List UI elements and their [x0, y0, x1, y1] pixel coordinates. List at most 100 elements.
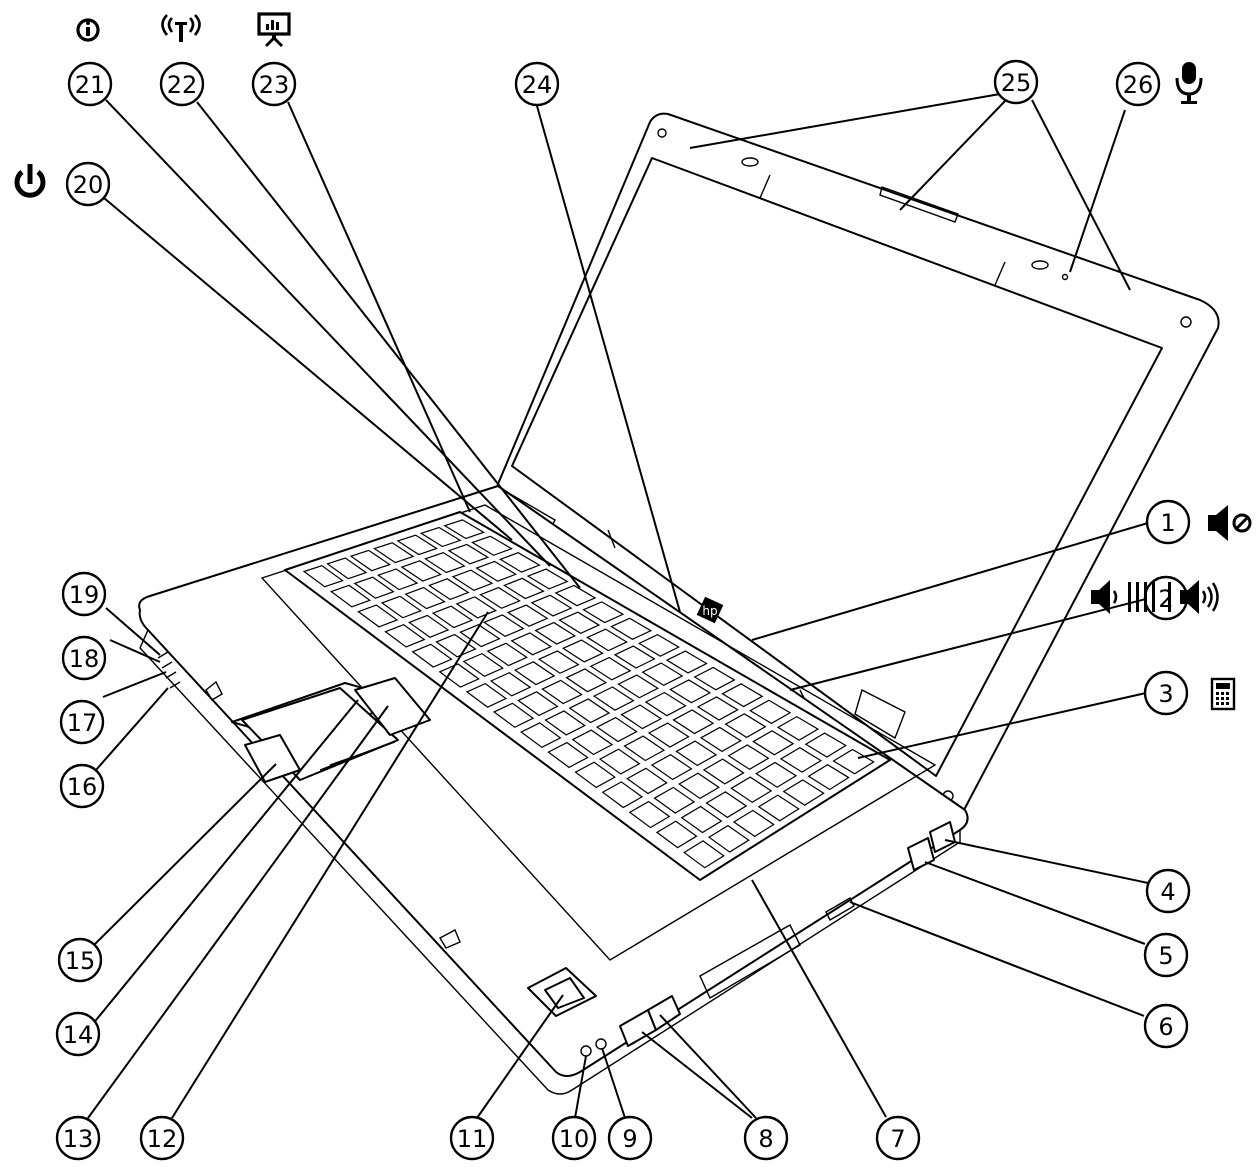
callout-circle [993, 59, 1039, 105]
keyboard-key [526, 568, 569, 590]
keyboard-key [384, 623, 426, 648]
keyboard-key [498, 552, 541, 573]
keyboard-key [329, 584, 372, 608]
leader-line [924, 861, 1146, 945]
keyboard-key [482, 614, 525, 638]
keyboard-key [782, 779, 825, 806]
keyboard-key [510, 632, 553, 656]
keyboard-key [610, 617, 653, 641]
keyboard-keys [302, 519, 875, 869]
callout-circle [65, 161, 111, 207]
keyboard-key [465, 682, 508, 708]
callout-number: 23 [259, 71, 290, 99]
callout-number: 7 [890, 1125, 905, 1153]
keyboard-key [613, 645, 656, 669]
callout-17: 17 [59, 699, 105, 745]
callout-22: 22 [159, 61, 205, 107]
keyboard-key [626, 767, 668, 795]
keyboard-key [534, 621, 577, 645]
callout-number: 21 [75, 71, 106, 99]
callout-circle [57, 937, 103, 983]
callout-number: 2 [1158, 585, 1173, 613]
callout-15: 15 [57, 937, 103, 983]
keyboard-key [408, 614, 450, 638]
keyboard-key [544, 710, 586, 736]
keyboard-key [471, 535, 513, 556]
keyboard-key [451, 569, 494, 592]
leader-line [574, 1055, 587, 1119]
callout-6: 6 [1143, 1003, 1189, 1049]
callout-number: 11 [457, 1125, 488, 1153]
callout-circle [607, 1115, 653, 1161]
keyboard-key [598, 748, 641, 775]
leader-line [102, 671, 167, 698]
leader-lines [87, 93, 1149, 1119]
leader-line [171, 611, 489, 1119]
leader-line [849, 901, 1145, 1017]
speaker-mute-icon [1208, 505, 1252, 541]
keyboard-key [641, 662, 684, 687]
callout-number: 17 [67, 709, 98, 737]
callout-circle [1143, 932, 1189, 978]
callout-circle [159, 61, 205, 107]
callout-circle [1145, 499, 1191, 545]
keyboard-key [680, 805, 723, 834]
callout-number: 15 [65, 947, 96, 975]
leader-line [789, 598, 1147, 691]
keyboard-key [492, 702, 535, 728]
keyboard-key [628, 800, 671, 829]
leader-line [751, 522, 1149, 641]
callout-8: 8 [743, 1115, 789, 1161]
leader-line [93, 763, 277, 946]
keyboard-key [486, 642, 529, 667]
keyboard-key [428, 578, 470, 601]
keyboard-key [617, 674, 660, 699]
keyboard-key [561, 639, 604, 663]
keyboard-key [623, 735, 666, 762]
keyboard-key [732, 809, 775, 838]
keyboard-key [353, 576, 395, 599]
callout-number: 12 [147, 1125, 178, 1153]
laptop-illustration: hp [138, 112, 1220, 1095]
keyboard-key [804, 732, 847, 758]
callout-circle [55, 1115, 101, 1161]
keyboard-key [520, 722, 562, 748]
keyboard-key [601, 781, 644, 809]
callout-circle [61, 635, 107, 681]
callout-11: 11 [449, 1115, 495, 1161]
keyboard-key [376, 568, 419, 591]
keyboard-key [380, 595, 423, 619]
leader-line [1031, 99, 1131, 291]
microphone-icon [1175, 62, 1203, 104]
callout-circle [55, 1011, 101, 1057]
display-screen [511, 157, 1163, 777]
leader-line [899, 99, 1007, 211]
keyboard-key [721, 683, 764, 708]
leader-line [109, 639, 161, 663]
callout-14: 14 [55, 1011, 101, 1057]
leader-line [105, 607, 161, 656]
keyboard-key [455, 596, 498, 619]
keyboard-key [730, 776, 773, 804]
leader-line [287, 101, 471, 513]
callout-markers: 1 2 3 4 5 6 7 8 9 10 11 12 13 14 15 16 1… [55, 59, 1191, 1161]
leader-line [601, 1047, 626, 1119]
keyboard-key [595, 716, 638, 743]
callout-19: 19 [61, 571, 107, 617]
keyboard-key [653, 786, 696, 814]
keyboard-key [675, 740, 718, 767]
callout-circle [514, 61, 560, 107]
keyboard-key [373, 542, 415, 564]
callout-circle [551, 1115, 597, 1161]
callout-circle [59, 699, 105, 745]
keyboard-key [502, 577, 545, 600]
keyboard-key [637, 633, 680, 657]
keyboard-key [326, 557, 368, 580]
keyboard-key [724, 713, 767, 739]
callout-circle [875, 1115, 921, 1161]
callout-number: 26 [1123, 71, 1154, 99]
leader-line [536, 105, 681, 613]
callout-number: 1 [1160, 509, 1175, 537]
keyboard-key [707, 824, 750, 853]
